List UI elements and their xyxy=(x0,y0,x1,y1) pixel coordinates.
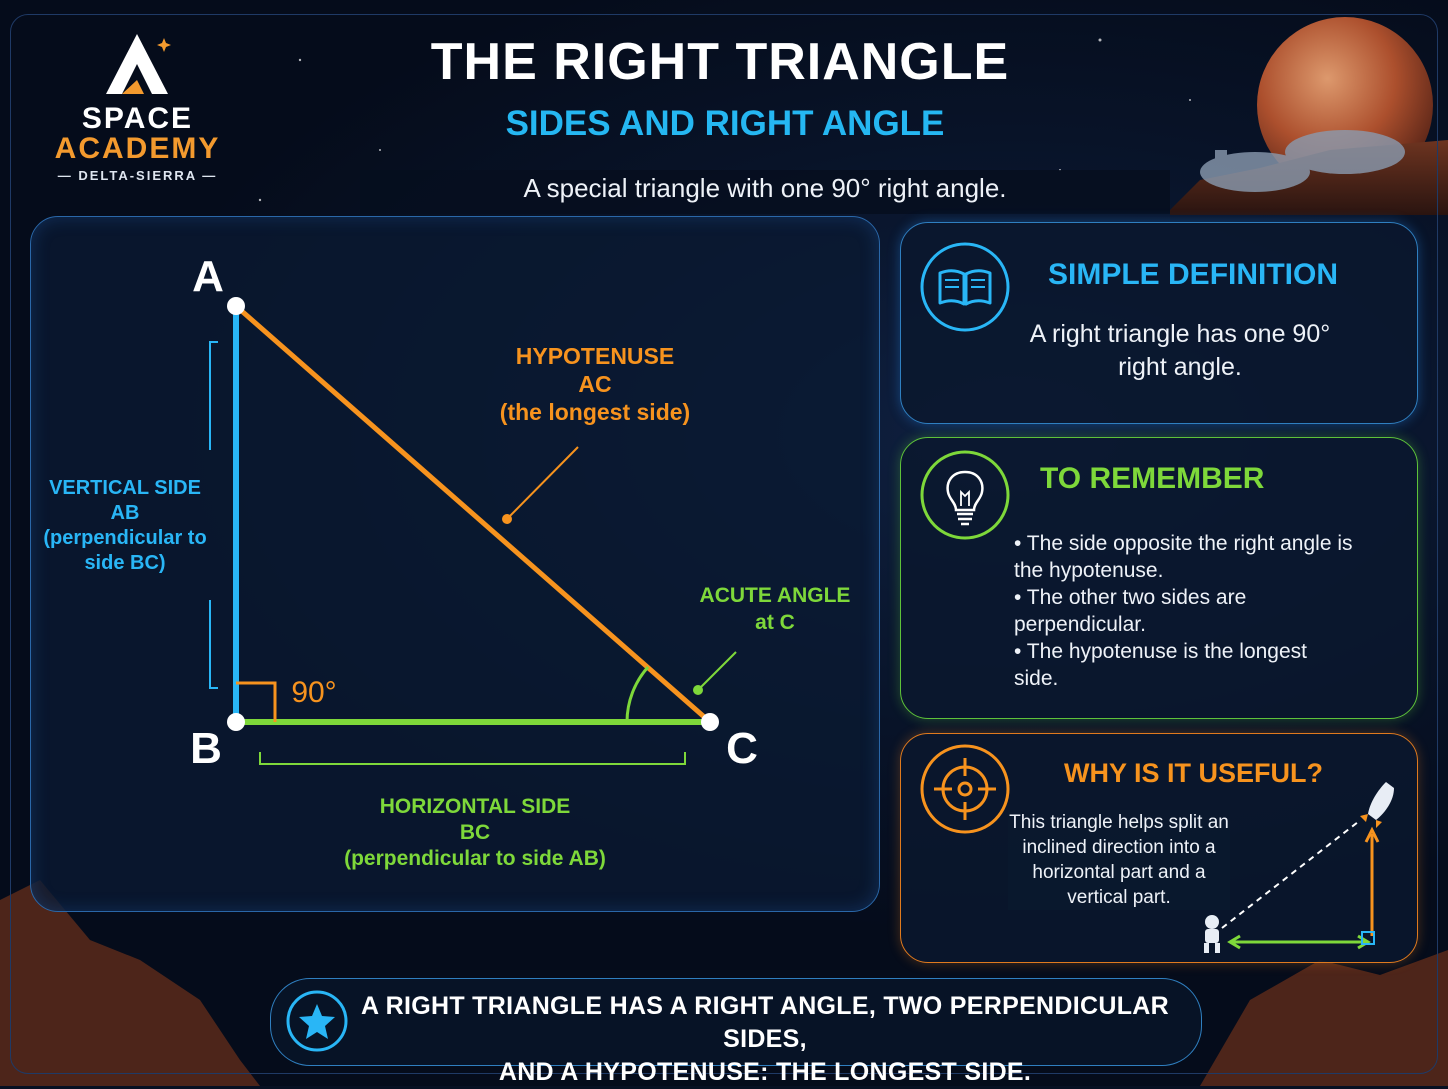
vertex-b-dot xyxy=(227,713,245,731)
logo: SPACE ACADEMY — DELTA-SIERRA — xyxy=(30,30,245,190)
acute-pointer-dot xyxy=(693,685,703,695)
acute-label-line1: ACUTE ANGLE xyxy=(699,584,851,607)
summary-line1: A RIGHT TRIANGLE HAS A RIGHT ANGLE, TWO … xyxy=(360,992,1169,1053)
horizontal-label-line2: BC xyxy=(459,821,491,844)
remember-item: • The hypotenuse is the longest side. xyxy=(1014,640,1307,690)
summary-banner-text: A RIGHT TRIANGLE HAS A RIGHT ANGLE, TWO … xyxy=(332,990,1198,1089)
hypotenuse-ac xyxy=(234,304,712,724)
vertex-a-dot xyxy=(227,297,245,315)
right-angle-label: 90° xyxy=(291,676,337,709)
vertical-bracket xyxy=(209,341,218,689)
vertical-label-line4: side BC) xyxy=(84,552,166,574)
mountains-left xyxy=(0,880,260,1086)
acute-angle-label: ACUTE ANGLE at C xyxy=(690,582,860,636)
hypotenuse-pointer xyxy=(506,446,579,520)
vertical-label-line2: AB xyxy=(110,502,140,524)
book-icon xyxy=(920,242,1010,332)
hypotenuse-label-line3: (the longest side) xyxy=(499,399,691,425)
horizontal-label-line3: (perpendicular to side AB) xyxy=(344,847,606,870)
logo-triangle-icon xyxy=(106,34,171,94)
remember-item: • The other two sides are perpendicular. xyxy=(1014,586,1247,636)
vertical-side-label: VERTICAL SIDE AB (perpendicular to side … xyxy=(40,476,210,576)
logo-line-space: SPACE xyxy=(81,102,194,135)
right-angle-marker xyxy=(236,681,277,722)
target-icon xyxy=(920,744,1010,834)
dome-base xyxy=(1200,130,1405,192)
horizontal-bracket xyxy=(259,752,686,765)
acute-pointer xyxy=(697,651,737,691)
remember-title: TO REMEMBER xyxy=(1040,462,1265,495)
lightbulb-icon xyxy=(920,450,1010,540)
logo-line-delta: — DELTA-SIERRA — xyxy=(57,168,218,183)
hypotenuse-label-line2: AC xyxy=(578,371,612,397)
useful-text: This triangle helps split an inclined di… xyxy=(1008,810,1230,910)
summary-line2: AND A HYPOTENUSE: THE LONGEST SIDE. xyxy=(498,1058,1032,1086)
remember-card xyxy=(900,437,1418,719)
mountains-right xyxy=(1200,950,1448,1086)
star-icon xyxy=(286,990,348,1052)
definition-title: SIMPLE DEFINITION xyxy=(1048,258,1339,291)
remember-list: • The side opposite the right angle is t… xyxy=(1014,530,1354,692)
horizontal-label-line1: HORIZONTAL SIDE xyxy=(379,795,571,818)
definition-text: A right triangle has one 90° right angle… xyxy=(1029,320,1331,381)
logo-line-academy: ACADEMY xyxy=(54,132,221,165)
page-subtitle: SIDES AND RIGHT ANGLE xyxy=(505,104,945,143)
acute-label-line2: at C xyxy=(755,611,795,634)
vertical-label-line1: VERTICAL SIDE xyxy=(49,477,201,499)
astronaut-icon xyxy=(1204,915,1220,953)
vertical-label-line3: (perpendicular to xyxy=(43,527,207,549)
page-title: THE RIGHT TRIANGLE xyxy=(430,33,1010,91)
diagram-panel xyxy=(30,216,880,912)
rocket-vector-illustration xyxy=(1204,782,1394,953)
vertex-b-label: B xyxy=(190,724,222,773)
vertex-c-label: C xyxy=(726,724,758,773)
page-tagline: A special triangle with one 90° right an… xyxy=(360,170,1170,214)
vertex-a-label: A xyxy=(192,252,224,301)
hypotenuse-label-line1: HYPOTENUSE xyxy=(515,343,675,369)
hypotenuse-label: HYPOTENUSE AC (the longest side) xyxy=(480,342,710,426)
useful-title: WHY IS IT USEFUL? xyxy=(1064,758,1324,788)
rocket-icon xyxy=(1368,782,1394,820)
page-frame xyxy=(10,14,1438,1074)
summary-banner xyxy=(270,978,1202,1066)
remember-item: • The side opposite the right angle is t… xyxy=(1014,532,1353,582)
vertex-c-dot xyxy=(701,713,719,731)
acute-angle-arc xyxy=(625,666,650,723)
horizontal-side-label: HORIZONTAL SIDE BC (perpendicular to sid… xyxy=(330,794,620,872)
hypotenuse-pointer-dot xyxy=(502,514,512,524)
